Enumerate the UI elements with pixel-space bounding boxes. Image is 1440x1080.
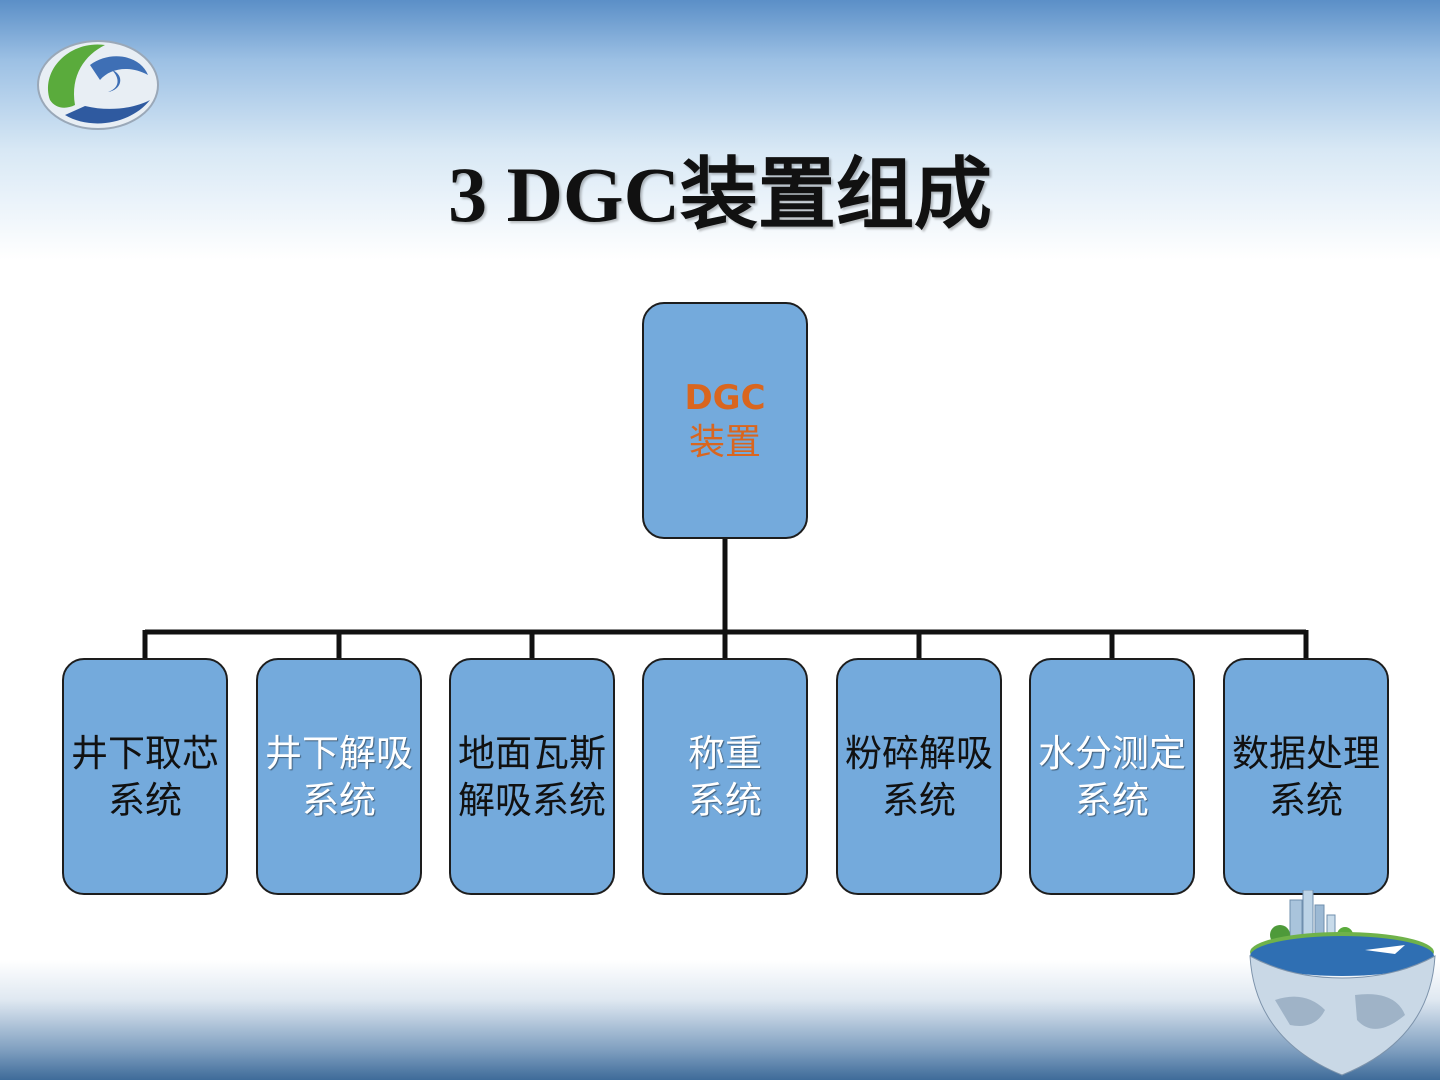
root-node-dgc: DGC 装置 [642,302,808,539]
company-logo-icon [37,40,159,130]
root-node-title: DGC [684,377,766,418]
child-node-downhole-coring: 井下取芯 系统 [62,658,228,895]
child-node-moisture-measurement: 水分测定 系统 [1029,658,1195,895]
child-node-data-processing: 数据处理 系统 [1223,658,1389,895]
slide-title: 3 DGC装置组成 [448,151,992,238]
child-node-crushing-desorption: 粉碎解吸 系统 [836,658,1002,895]
child-node-label: 井下解吸 系统 [265,731,413,822]
root-node-subtitle: 装置 [688,421,761,463]
child-node-label: 地面瓦斯 解吸系统 [458,731,606,822]
child-node-label: 井下取芯 系统 [71,731,219,822]
globe-city-illustration-icon [1249,890,1436,1076]
child-node-label: 数据处理 系统 [1232,731,1380,822]
child-node-label: 粉碎解吸 系统 [845,731,993,822]
child-node-downhole-desorption: 井下解吸 系统 [256,658,422,895]
child-node-label: 水分测定 系统 [1038,731,1186,822]
child-node-weighing: 称重 系统 [642,658,808,895]
child-node-label: 称重 系统 [688,731,762,822]
child-node-surface-gas-desorption: 地面瓦斯 解吸系统 [449,658,615,895]
